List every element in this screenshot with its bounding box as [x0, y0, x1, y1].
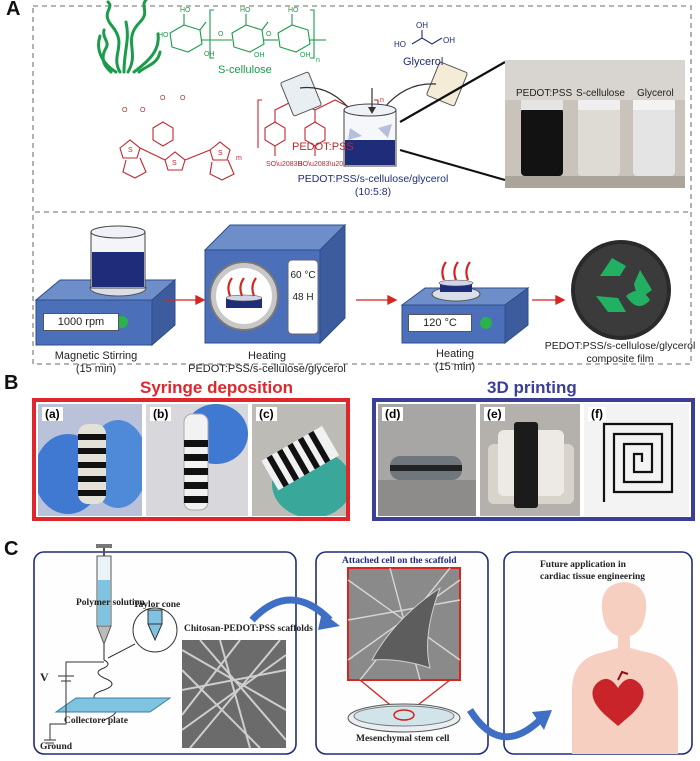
svg-text:SO\u2083H: SO\u2083H [266, 161, 303, 168]
pour-beaker-left-icon [280, 71, 353, 117]
photo-f: (f) [584, 404, 689, 516]
film-caption-2: composite film [586, 353, 654, 365]
stem-cell-label: Mesenchymal stem cell [356, 734, 450, 744]
vial-label-scellulose: S-cellulose [576, 88, 625, 99]
stir-caption-2: (15 min) [75, 363, 117, 375]
vial-label-pedot: PEDOT:PSS [516, 88, 573, 99]
svg-text:HO: HO [288, 7, 299, 14]
heart-icon [592, 670, 644, 726]
syringe-deposition-frame [32, 398, 350, 521]
3d-printing-frame [372, 398, 695, 521]
photo-d-label: (d) [382, 407, 404, 421]
hotplate-temp-label: 120 °C [408, 314, 472, 332]
svg-text:OH: OH [204, 51, 215, 58]
vials-photo [505, 60, 685, 188]
oven-temp-label: 60 °C [290, 270, 316, 281]
svg-text:S: S [218, 150, 223, 157]
collector-plate-icon [54, 697, 172, 713]
collector-plate-label: Collectore plate [64, 716, 128, 726]
svg-text:m: m [236, 155, 242, 162]
ratio-label: (10:5:8) [354, 186, 392, 198]
rpm-label: 1000 rpm [43, 313, 119, 331]
svg-text:O: O [266, 31, 272, 38]
s-cellulose-structure [169, 9, 326, 59]
svg-text:S: S [172, 160, 177, 167]
heat1-caption-2: PEDOT:PSS/s-cellulose/glycerol [188, 363, 346, 375]
photo-e: (e) [480, 404, 580, 516]
panel-c-graphics [33, 544, 693, 755]
oven-time-label: 48 H [292, 292, 314, 303]
process-arrows [164, 294, 566, 306]
photo-f-label: (f) [588, 407, 606, 421]
attached-cell-label: Attached cell on the scaffold [342, 556, 457, 566]
svg-text:HO: HO [240, 7, 251, 14]
film-caption-1: PEDOT:PSS/s-cellulose/glycerol [544, 340, 696, 352]
vial-label-glycerol: Glycerol [637, 88, 674, 99]
pedot-label: PEDOT:PSS [292, 141, 354, 153]
syringe-deposition-title: Syringe deposition [140, 378, 294, 397]
panel-a-dashed-frame [32, 5, 692, 365]
scaffold-label: Chitosan-PEDOT:PSS scaffolds [184, 624, 313, 634]
syringe-icon [96, 544, 112, 660]
svg-text:O: O [140, 107, 146, 114]
svg-text:HO: HO [158, 32, 169, 39]
hotplate-icon [400, 261, 530, 345]
ground-label: Ground [40, 742, 73, 752]
scaffold-sem-image [181, 639, 287, 749]
svg-text:HO: HO [180, 7, 191, 14]
voltage-circuit-icon [44, 661, 104, 744]
glycerol-label: Glycerol [403, 56, 444, 68]
photo-d: (d) [378, 404, 476, 516]
photo-c: (c) [252, 404, 346, 516]
photo-a: (a) [38, 404, 142, 516]
svg-text:O: O [160, 95, 166, 102]
svg-text:HO: HO [394, 40, 406, 49]
human-figure-icon [572, 582, 678, 754]
mixing-beaker-icon [343, 88, 397, 167]
heat2-caption-2: (15 min) [434, 361, 476, 373]
petri-dish-icon [347, 703, 461, 733]
glycerol-structure [411, 30, 443, 45]
future-application-label-2: cardiac tissue engineering [540, 572, 646, 582]
photo-b-label: (b) [150, 407, 172, 421]
panel-a-graphics: HO HO HO HO O O OH OH OH n HO OH OH O O O O S S S [32, 0, 692, 365]
3d-printing-title: 3D printing [487, 378, 577, 397]
svg-text:S: S [128, 147, 133, 154]
svg-text:O: O [122, 107, 128, 114]
seaweed-icon [97, 0, 162, 74]
mixture-label: PEDOT:PSS/s-cellulose/glycerol [297, 173, 449, 185]
panel-c-letter: C [4, 538, 19, 560]
stir-caption-1: Magnetic Stirring [54, 350, 138, 362]
svg-text:n: n [380, 97, 384, 104]
heat1-caption-1: Heating [248, 350, 286, 362]
photo-b: (b) [146, 404, 248, 516]
pedot-pss-structure [119, 99, 379, 181]
s-cellulose-label: S-cellulose [218, 64, 272, 76]
voltage-label: V [40, 670, 49, 684]
panel-a-letter: A [6, 0, 21, 20]
svg-text:OH: OH [254, 52, 265, 59]
panel-b-letter: B [4, 372, 19, 394]
photo-e-label: (e) [484, 407, 505, 421]
svg-text:OH: OH [300, 52, 311, 59]
svg-text:O: O [180, 95, 186, 102]
oven-icon [203, 223, 347, 345]
svg-text:OH: OH [443, 36, 455, 45]
svg-text:SO\u2083\u207B: SO\u2083\u207B [298, 161, 352, 168]
arrow-to-application-icon [467, 708, 543, 741]
attached-cell-sem-image [347, 567, 461, 681]
polymer-solution-label: Polymer solution [76, 598, 145, 608]
svg-text:OH: OH [416, 21, 428, 30]
arrow-to-culture-icon [249, 596, 333, 623]
future-application-label-1: Future application in [540, 560, 626, 570]
photo-a-label: (a) [42, 407, 63, 421]
pour-beaker-right-icon [383, 61, 468, 109]
svg-text:n: n [316, 57, 320, 64]
heat2-caption-1: Heating [436, 348, 474, 360]
taylor-cone-label: Taylor cone [133, 600, 181, 610]
photo-c-label: (c) [256, 407, 277, 421]
svg-text:O: O [218, 31, 224, 38]
composite-film-icon [571, 240, 671, 340]
